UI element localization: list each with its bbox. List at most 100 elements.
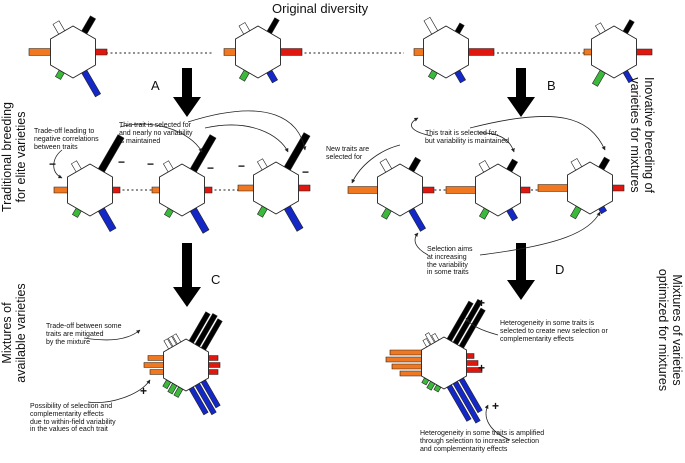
annotation-trade-off-negative: Trade-off leading to negative correlatio… [34, 128, 99, 151]
plant-glyph [53, 134, 125, 233]
annotation-trade-off-mitigated: Trade-off between some traits are mitiga… [46, 323, 122, 346]
panel-letter-a: A [151, 78, 160, 93]
hexagon-body [159, 163, 205, 217]
orange-trait-bar [537, 184, 569, 192]
annotation-possibility-selection: Possibility of selection and complementa… [30, 403, 116, 434]
orange-trait-bar [28, 48, 52, 56]
hexagon-body [591, 25, 637, 79]
blue-trait-bar [80, 69, 102, 98]
annotation-curve-arrow [187, 110, 307, 151]
hexagon-body [421, 336, 467, 390]
red-trait-bar [279, 48, 303, 56]
orange-trait-bar [385, 356, 423, 363]
diagram-title: Original diversity [272, 1, 369, 16]
minus-sign: − [238, 159, 246, 173]
annotation-curve-arrow [414, 232, 429, 256]
red-trait-bar [111, 186, 121, 194]
plus-sign: + [478, 296, 486, 310]
orange-trait-bar [399, 370, 423, 377]
annotation-curve-arrow [465, 317, 499, 336]
red-trait-bar [207, 355, 219, 361]
annotation-arrows [53, 110, 606, 441]
blue-trait-bar [189, 206, 210, 234]
red-trait-bar [465, 353, 475, 359]
annotation-curve-arrow [479, 211, 601, 256]
big-down-arrow [173, 243, 201, 307]
side-label-mixtures-available: Mixtures of available varieties [0, 283, 28, 383]
side-label-mixtures-optimized: Mixtures of varieties optimized for mixt… [656, 268, 684, 392]
orange-trait-bar [347, 186, 379, 194]
red-trait-bar [465, 360, 479, 366]
red-trait-bar [519, 186, 531, 194]
side-label-inovative-breeding: Inovative breeding of varieties for mixt… [628, 76, 656, 194]
blue-trait-bar [97, 206, 117, 233]
orange-trait-bar [151, 186, 161, 194]
panel-letter-c: C [211, 272, 221, 287]
hexagon-body [475, 163, 521, 217]
minus-sign: − [302, 165, 310, 179]
annotation-curve-arrow [484, 404, 511, 441]
orange-trait-bar [413, 48, 425, 56]
orange-trait-bar [391, 363, 423, 370]
hexagon-body [67, 163, 113, 217]
annotation-curve-arrow [119, 123, 203, 153]
red-trait-bar [297, 184, 311, 192]
annotation-curve-arrow [351, 144, 401, 184]
plant-glyph [347, 156, 435, 232]
plant-glyph [237, 132, 311, 232]
side-label-traditional-breeding: Traditional breeding for elite varieties [0, 101, 28, 213]
hexagon-body [377, 163, 423, 217]
annotation-trait-selected-no-variability: This trait is selected for and nearly no… [119, 122, 193, 145]
big-down-arrow [507, 68, 535, 117]
hexagon-body [50, 25, 96, 79]
minus-sign: − [147, 157, 155, 171]
plant-glyphs [28, 15, 653, 424]
plant-glyph [445, 158, 531, 222]
plant-glyph [413, 16, 495, 84]
panel-letter-d: D [555, 262, 565, 277]
red-trait-bar [467, 48, 495, 56]
annotation-curve-arrow [411, 117, 433, 137]
plus-sign: + [492, 399, 500, 413]
plant-glyph [537, 156, 625, 220]
annotation-new-traits: New traits are selected for [326, 146, 370, 161]
plant-glyph [583, 19, 653, 87]
plant-glyph [385, 298, 486, 424]
annotation-selection-aims: Selection aims at increasing the variabi… [427, 246, 473, 277]
plant-glyph [223, 17, 303, 84]
orange-trait-bar [223, 48, 237, 56]
red-trait-bar [421, 186, 435, 194]
hexagon-body [253, 161, 299, 215]
hexagon-body [567, 161, 613, 215]
orange-trait-bar [583, 48, 593, 56]
annotation-heterogeneity-selected: Heterogeneity in some traits is selected… [500, 320, 608, 343]
hexagon-body [235, 25, 281, 79]
annotation-curve-arrow [53, 149, 63, 179]
orange-trait-bar [389, 349, 423, 356]
annotation-curve-arrow [87, 379, 151, 403]
orange-trait-bar [149, 369, 165, 375]
big-arrows [173, 68, 535, 307]
annotation-curve-arrow [204, 124, 289, 153]
big-down-arrow [507, 243, 535, 300]
orange-trait-bar [143, 362, 165, 368]
hexagon-body [423, 25, 469, 79]
orange-trait-bar [53, 186, 69, 194]
annotation-curve-arrow [83, 329, 141, 341]
blue-trait-bar [283, 204, 304, 232]
plant-glyph [151, 134, 217, 234]
orange-trait-bar [445, 186, 477, 194]
plant-glyph [28, 15, 108, 98]
orange-trait-bar [147, 355, 165, 361]
annotation-trait-selected-variability: This trait is selected for, but variabil… [425, 130, 510, 145]
annotation-heterogeneity-amplified: Heterogeneity in some traits is amplifie… [420, 430, 545, 453]
red-trait-bar [207, 362, 221, 368]
blue-trait-bar [407, 207, 427, 232]
minus-sign: − [207, 161, 215, 175]
minus-sign: − [118, 155, 126, 169]
orange-trait-bar [237, 184, 255, 192]
annotation-curve-arrow [477, 132, 515, 153]
red-trait-bar [207, 369, 219, 375]
